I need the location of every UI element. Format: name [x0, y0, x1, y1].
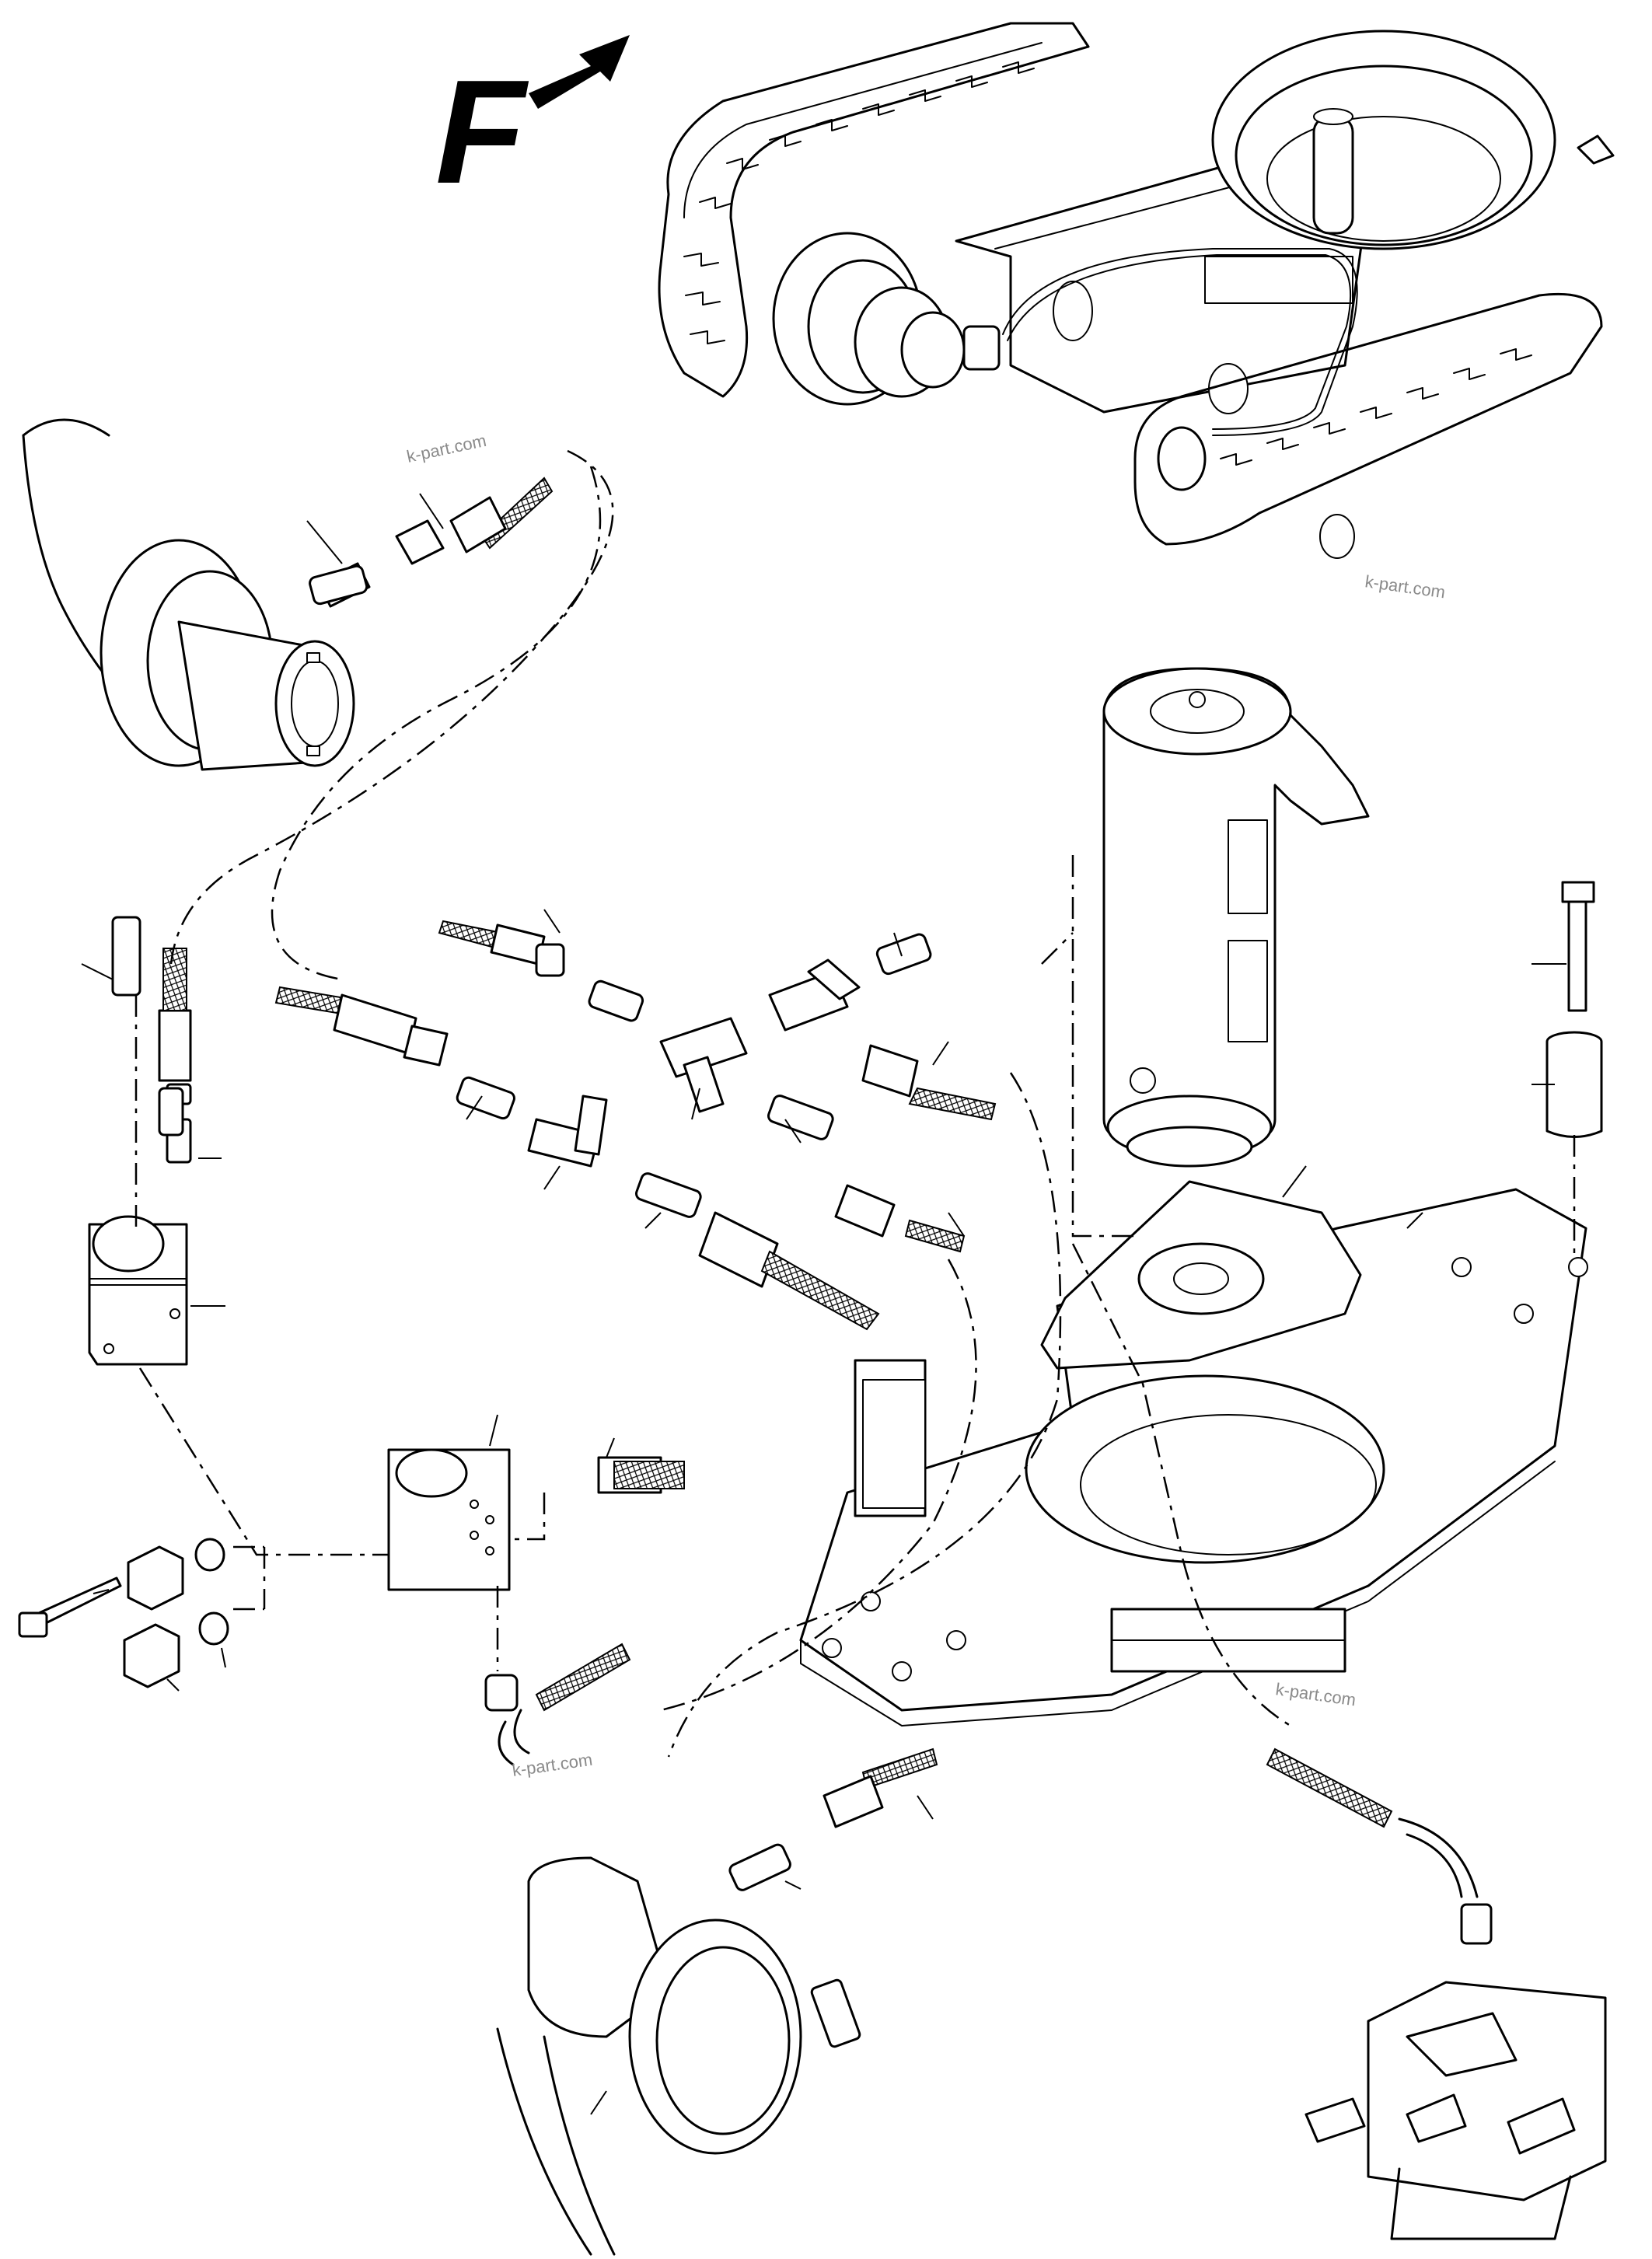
watermark-text: k-part.com	[511, 1750, 593, 1780]
fittings-set	[158, 564, 932, 2048]
valve-block-right	[1304, 1981, 1607, 2240]
bolt-and-spacer	[1545, 881, 1603, 1138]
center-swivel-joint	[1102, 667, 1370, 1168]
callout-leaders	[81, 493, 1566, 2115]
forward-direction-indicator: F	[435, 35, 630, 215]
valve-block-center	[387, 1448, 511, 1591]
plug-blocks-and-seals	[18, 1538, 229, 1688]
hydraulic-hose-set	[111, 477, 1493, 1945]
direction-letter: F	[435, 50, 529, 215]
travel-motor-left	[22, 418, 355, 771]
mounting-plate-assembly	[799, 1180, 1588, 1727]
forward-arrow-icon	[529, 35, 630, 109]
watermark-text: k-part.com	[405, 431, 488, 466]
undercarriage-assembly	[658, 22, 1615, 559]
watermark-text: k-part.com	[1274, 1679, 1357, 1709]
valve-block-left	[88, 1215, 188, 1366]
connection-lines	[134, 449, 1576, 1758]
travel-motor-right	[496, 1856, 802, 2256]
watermark-text: k-part.com	[1364, 571, 1446, 602]
